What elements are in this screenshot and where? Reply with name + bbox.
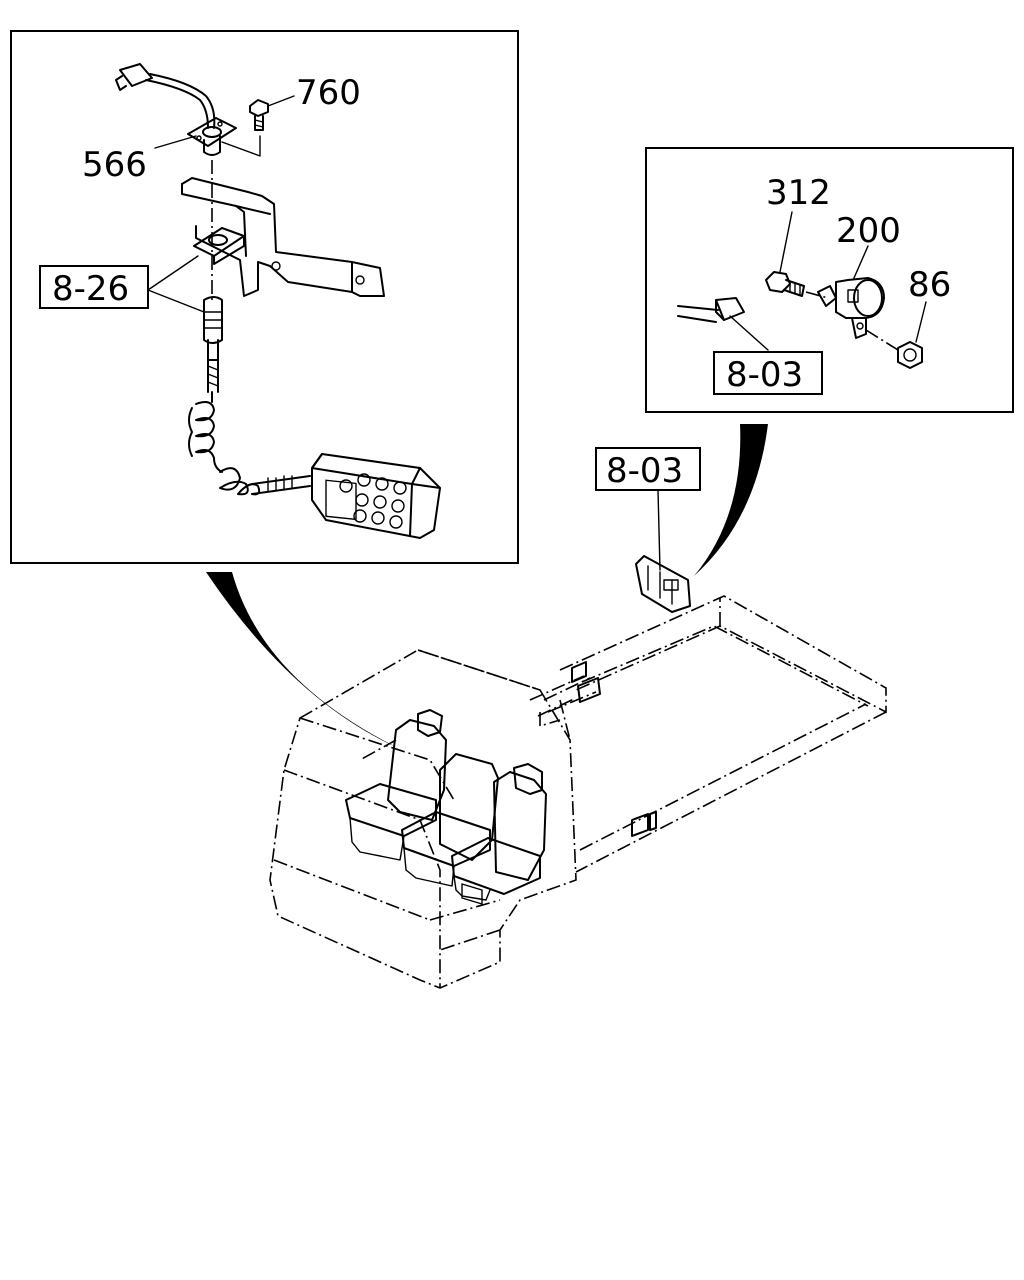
label-312: 312	[766, 173, 831, 213]
bolt-icon	[765, 271, 805, 297]
ref-box-8-26	[39, 265, 149, 309]
remote-control-icon	[311, 453, 441, 539]
coiled-cord	[188, 391, 311, 496]
chassis-frame	[529, 555, 887, 873]
cable-plug	[203, 296, 223, 393]
lower-flange	[193, 227, 245, 265]
seat-icon	[345, 709, 547, 905]
label-760: 760	[296, 73, 361, 113]
vehicle-cab	[269, 649, 577, 989]
right-inset-frame	[645, 147, 1014, 413]
connector-icon	[115, 63, 216, 129]
switch-icon	[817, 277, 885, 339]
nut-icon	[897, 341, 923, 369]
ref-box-8-03-inset	[713, 351, 823, 395]
label-8-03-main: 8-03	[606, 451, 683, 491]
label-86: 86	[908, 265, 951, 305]
label-566: 566	[82, 145, 147, 185]
pointer-wedge-right	[694, 424, 768, 576]
label-8-26: 8-26	[52, 269, 129, 309]
ref-box-8-03-main	[595, 447, 701, 491]
label-200: 200	[836, 211, 901, 251]
label-8-03-inset: 8-03	[726, 355, 803, 395]
sensor-flange	[187, 117, 237, 156]
mounting-bracket	[181, 177, 385, 297]
bolt-icon	[249, 99, 269, 131]
pointer-wedge-left	[206, 572, 398, 748]
wire-connector	[677, 297, 745, 323]
